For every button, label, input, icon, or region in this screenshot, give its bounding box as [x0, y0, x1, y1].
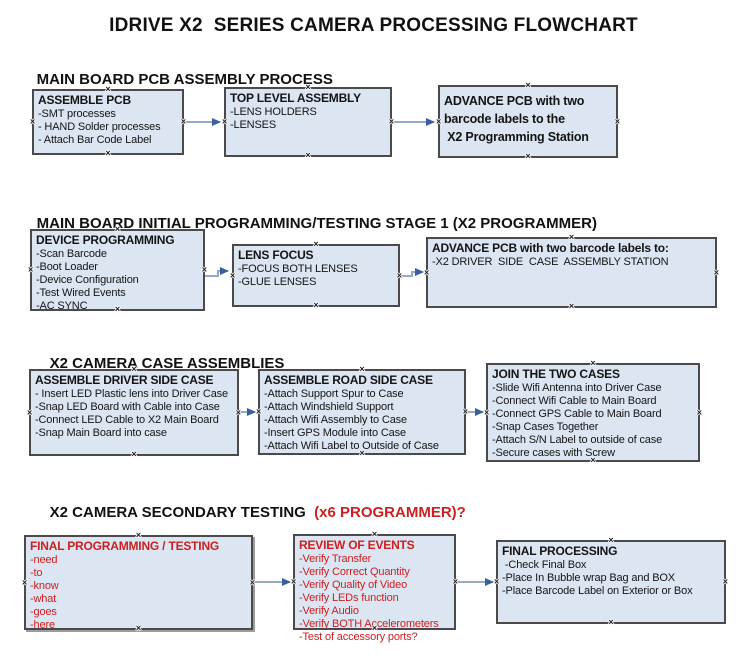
box-items: -LENS HOLDERS -LENSES [230, 106, 317, 131]
box-title: FINAL PROGRAMMING / TESTING [30, 539, 220, 553]
box-items: - Insert LED Plastic lens into Driver Ca… [35, 388, 228, 439]
flowbox-advance-pcb-programming-station[interactable]: ADVANCE PCB with two barcode labels to t… [436, 81, 620, 161]
box-title: ASSEMBLE ROAD SIDE CASE [264, 373, 433, 387]
box-items: -Attach Support Spur to Case -Attach Win… [264, 388, 439, 452]
section-heading-initial-programming: MAIN BOARD INITIAL PROGRAMMING/TESTING S… [20, 198, 597, 249]
section-heading-pcb-assembly: MAIN BOARD PCB ASSEMBLY PROCESS [20, 54, 333, 105]
flowbox-final-processing[interactable]: FINAL PROCESSING -Check Final Box -Place… [494, 536, 728, 627]
page-title: IDRIVE X2 SERIES CAMERA PROCESSING FLOWC… [109, 15, 638, 36]
section-heading-text: X2 CAMERA CASE ASSEMBLIES [49, 355, 285, 372]
flowbox-final-programming-testing[interactable]: FINAL PROGRAMMING / TESTING -need -to -k… [22, 531, 255, 633]
flowbox-lens-focus[interactable]: LENS FOCUS -FOCUS BOTH LENSES -GLUE LENS… [230, 240, 402, 310]
section-heading-secondary-testing: X2 CAMERA SECONDARY TESTING (x6 PROGRAMM… [33, 487, 466, 538]
box-title: TOP LEVEL ASSEMBLY [230, 91, 361, 105]
box-items: -X2 DRIVER SIDE CASE ASSEMBLY STATION [432, 256, 669, 268]
box-title: DEVICE PROGRAMMING [36, 233, 175, 247]
section-heading-text: MAIN BOARD PCB ASSEMBLY PROCESS [36, 71, 333, 88]
box-items: -Check Final Box -Place In Bubble wrap B… [502, 559, 693, 597]
flowbox-assemble-pcb[interactable]: ASSEMBLE PCB -SMT processes - HAND Solde… [30, 85, 186, 158]
connector-arrow-4[interactable] [400, 268, 424, 277]
box-items: -Verify Transfer -Verify Correct Quantit… [299, 553, 439, 643]
section-heading-text: X2 CAMERA SECONDARY TESTING [49, 504, 306, 521]
flowbox-review-of-events[interactable]: REVIEW OF EVENTS -Verify Transfer -Verif… [291, 530, 458, 644]
box-title: FINAL PROCESSING [502, 544, 618, 558]
connector-arrow-3[interactable] [205, 267, 229, 277]
flowbox-assemble-driver-side-case[interactable]: ASSEMBLE DRIVER SIDE CASE - Insert LED P… [27, 365, 241, 459]
box-title: LENS FOCUS [238, 248, 314, 262]
box-title: ADVANCE PCB with two barcode labels to: [432, 241, 669, 255]
section-heading-text: MAIN BOARD INITIAL PROGRAMMING/TESTING S… [36, 215, 597, 232]
box-items: -FOCUS BOTH LENSES -GLUE LENSES [238, 263, 358, 288]
box-title: REVIEW OF EVENTS [299, 538, 415, 552]
box-title: JOIN THE TWO CASES [492, 367, 620, 381]
section-heading-case-assemblies: X2 CAMERA CASE ASSEMBLIES [33, 338, 285, 389]
flowbox-top-level-assembly[interactable]: TOP LEVEL ASSEMBLY -LENS HOLDERS -LENSES… [222, 83, 394, 160]
box-items: -Slide Wifi Antenna into Driver Case -Co… [492, 382, 663, 459]
flowbox-advance-pcb-driver-side-station[interactable]: ADVANCE PCB with two barcode labels to: … [424, 233, 719, 311]
flowbox-device-programming[interactable]: DEVICE PROGRAMMING -Scan Barcode -Boot L… [28, 225, 207, 314]
flowbox-join-the-two-cases[interactable]: JOIN THE TWO CASES -Slide Wifi Antenna i… [484, 359, 702, 465]
box-items: -Scan Barcode -Boot Loader -Device Confi… [36, 248, 139, 312]
box-title: ASSEMBLE DRIVER SIDE CASE [35, 373, 214, 387]
section-heading-red-text: (x6 PROGRAMMER)? [305, 504, 466, 521]
box-title: ASSEMBLE PCB [38, 93, 131, 107]
box-title: ADVANCE PCB with two barcode labels to t… [444, 94, 589, 144]
flowbox-assemble-road-side-case[interactable]: ASSEMBLE ROAD SIDE CASE -Attach Support … [256, 365, 468, 458]
box-items: -need -to -know -what -goes -here [30, 554, 59, 631]
box-items: -SMT processes - HAND Solder processes -… [38, 108, 161, 146]
